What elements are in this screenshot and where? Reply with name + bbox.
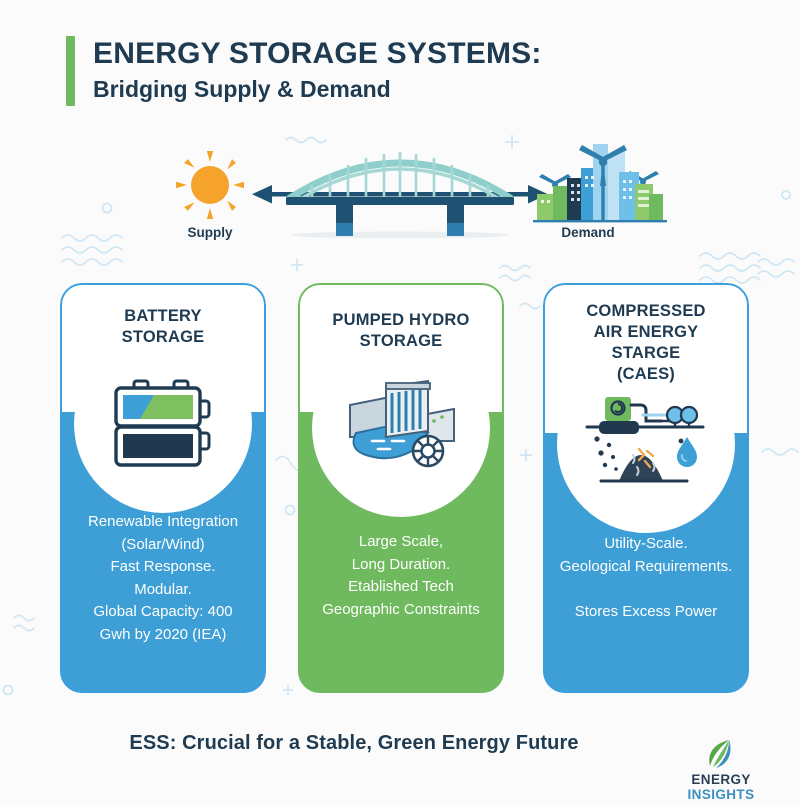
card-title-compressed-air-energy-storage: COMPRESSED AIR ENERGY STARGE (CAES) bbox=[586, 302, 706, 384]
card-title-battery-storage: BATTERY STORAGE bbox=[121, 307, 205, 347]
sun-icon bbox=[176, 151, 244, 219]
card-compressed-air-energy-storage[interactable]: COMPRESSED AIR ENERGY STARGE (CAES) bbox=[543, 283, 749, 693]
card-battery-storage[interactable]: BATTERY STORAGE Renewable Integration (S… bbox=[60, 283, 266, 693]
page-title: ENERGY STORAGE SYSTEMS: bbox=[93, 37, 542, 70]
compressed-air-cavern-icon bbox=[583, 393, 709, 496]
logo-word-energy: ENERGY bbox=[691, 772, 751, 787]
city-skyline-wind-turbines-icon bbox=[533, 144, 667, 223]
card-body-pumped-hydro-storage: Large Scale, Long Duration. Etablished T… bbox=[322, 533, 480, 618]
arch-bridge-icon bbox=[286, 152, 514, 239]
brand-logo: ENERGY INSIGHTS bbox=[656, 738, 786, 802]
demand-label: Demand bbox=[561, 225, 615, 240]
card-pumped-hydro-storage[interactable]: PUMPED HYDRO STORAGE bbox=[298, 283, 504, 693]
pumped-hydro-dam-icon bbox=[342, 375, 460, 476]
footer-tagline: ESS: Crucial for a Stable, Green Energy … bbox=[129, 732, 579, 754]
card-icon-circle bbox=[557, 355, 735, 533]
page-subtitle: Bridging Supply & Demand bbox=[93, 75, 391, 102]
card-title-pumped-hydro-storage: PUMPED HYDRO STORAGE bbox=[332, 311, 470, 351]
header: ENERGY STORAGE SYSTEMS: Bridging Supply … bbox=[66, 36, 542, 106]
card-body-compressed-air-energy-storage: Utility-Scale. Geological Requirements. … bbox=[559, 535, 733, 620]
battery-storage-icon bbox=[110, 379, 216, 476]
logo-word-insights: INSIGHTS bbox=[687, 787, 755, 802]
storage-cards-row: BATTERY STORAGE Renewable Integration (S… bbox=[0, 283, 800, 695]
supply-label: Supply bbox=[187, 225, 233, 240]
card-body-battery-storage: Renewable Integration (Solar/Wind) Fast … bbox=[87, 513, 239, 643]
leaf-icon bbox=[656, 738, 786, 770]
title-accent-bar bbox=[66, 36, 75, 106]
logo-wordmark: ENERGY INSIGHTS bbox=[656, 772, 786, 802]
supply-demand-illustration: Supply Demand bbox=[0, 130, 800, 250]
